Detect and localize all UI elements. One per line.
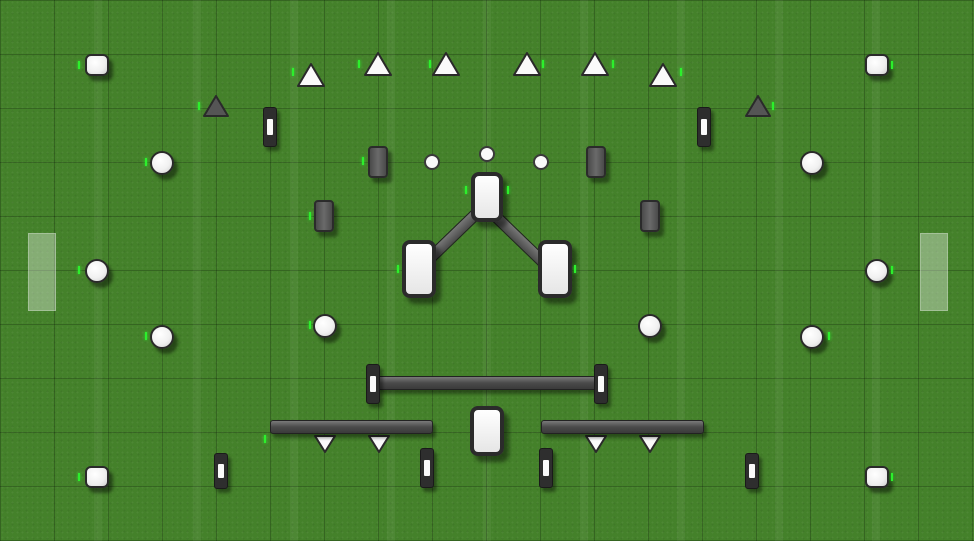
- green-marker: [145, 332, 147, 340]
- dot-bunker[interactable]: [479, 146, 495, 162]
- field-stripe: [775, 0, 783, 541]
- green-marker: [680, 68, 682, 76]
- round-bunker[interactable]: [865, 259, 889, 283]
- green-marker: [264, 435, 266, 443]
- green-marker: [309, 321, 311, 329]
- post-bunker[interactable]: [539, 448, 553, 488]
- green-marker: [198, 102, 200, 110]
- green-marker: [542, 60, 544, 68]
- green-marker: [397, 265, 399, 273]
- round-bunker[interactable]: [150, 325, 174, 349]
- green-marker: [78, 473, 80, 481]
- goal-zone-right: [920, 233, 948, 311]
- green-marker: [429, 60, 431, 68]
- field-stripe: [580, 0, 588, 541]
- field-stripe: [290, 0, 298, 541]
- field-stripe: [677, 0, 685, 541]
- center-top-bunker[interactable]: [471, 172, 503, 222]
- post-bunker[interactable]: [420, 448, 434, 488]
- wall-cap[interactable]: [594, 364, 608, 404]
- center-left-bunker[interactable]: [402, 240, 436, 298]
- side-wall-left[interactable]: [270, 420, 433, 434]
- round-bunker[interactable]: [313, 314, 337, 338]
- green-marker: [612, 60, 614, 68]
- green-marker: [145, 158, 147, 166]
- field-stripe: [387, 0, 395, 541]
- goal-zone-left: [28, 233, 56, 311]
- post-bunker[interactable]: [263, 107, 277, 147]
- dark-block-bunker[interactable]: [314, 200, 334, 232]
- triangle-bunker-icon[interactable]: [431, 51, 461, 77]
- field-stripe: [483, 0, 491, 541]
- green-marker: [828, 332, 830, 340]
- dark-block-bunker[interactable]: [586, 146, 606, 178]
- triangle-bunker-icon[interactable]: [648, 62, 678, 88]
- square-bunker[interactable]: [865, 54, 889, 76]
- green-marker: [362, 157, 364, 165]
- post-bunker[interactable]: [697, 107, 711, 147]
- field-stripe: [193, 0, 201, 541]
- green-marker: [891, 473, 893, 481]
- round-bunker[interactable]: [150, 151, 174, 175]
- green-marker: [507, 186, 509, 194]
- inverted-triangle-bunker-icon[interactable]: [313, 434, 337, 454]
- green-marker: [465, 186, 467, 194]
- side-wall-right[interactable]: [541, 420, 704, 434]
- round-bunker[interactable]: [800, 325, 824, 349]
- inverted-triangle-bunker-icon[interactable]: [367, 434, 391, 454]
- triangle-bunker-icon[interactable]: [580, 51, 610, 77]
- post-bunker[interactable]: [214, 453, 228, 489]
- inverted-triangle-bunker-icon[interactable]: [638, 434, 662, 454]
- center-right-bunker[interactable]: [538, 240, 572, 298]
- square-bunker[interactable]: [85, 54, 109, 76]
- dark-triangle-bunker-icon[interactable]: [744, 94, 772, 118]
- round-bunker[interactable]: [638, 314, 662, 338]
- green-marker: [292, 68, 294, 76]
- triangle-bunker-icon[interactable]: [296, 62, 326, 88]
- triangle-bunker-icon[interactable]: [512, 51, 542, 77]
- round-bunker[interactable]: [85, 259, 109, 283]
- green-marker: [891, 266, 893, 274]
- dark-block-bunker[interactable]: [640, 200, 660, 232]
- green-marker: [772, 102, 774, 110]
- wall-cap[interactable]: [366, 364, 380, 404]
- green-marker: [358, 60, 360, 68]
- round-bunker[interactable]: [800, 151, 824, 175]
- post-bunker[interactable]: [745, 453, 759, 489]
- dot-bunker[interactable]: [424, 154, 440, 170]
- green-marker: [891, 61, 893, 69]
- dot-bunker[interactable]: [533, 154, 549, 170]
- long-wall[interactable]: [376, 376, 600, 390]
- green-marker: [78, 61, 80, 69]
- triangle-bunker-icon[interactable]: [363, 51, 393, 77]
- dark-block-bunker[interactable]: [368, 146, 388, 178]
- dark-triangle-bunker-icon[interactable]: [202, 94, 230, 118]
- green-marker: [309, 212, 311, 220]
- center-bottom-bunker[interactable]: [470, 406, 504, 456]
- square-bunker[interactable]: [85, 466, 109, 488]
- inverted-triangle-bunker-icon[interactable]: [584, 434, 608, 454]
- square-bunker[interactable]: [865, 466, 889, 488]
- green-marker: [78, 266, 80, 274]
- green-marker: [574, 265, 576, 273]
